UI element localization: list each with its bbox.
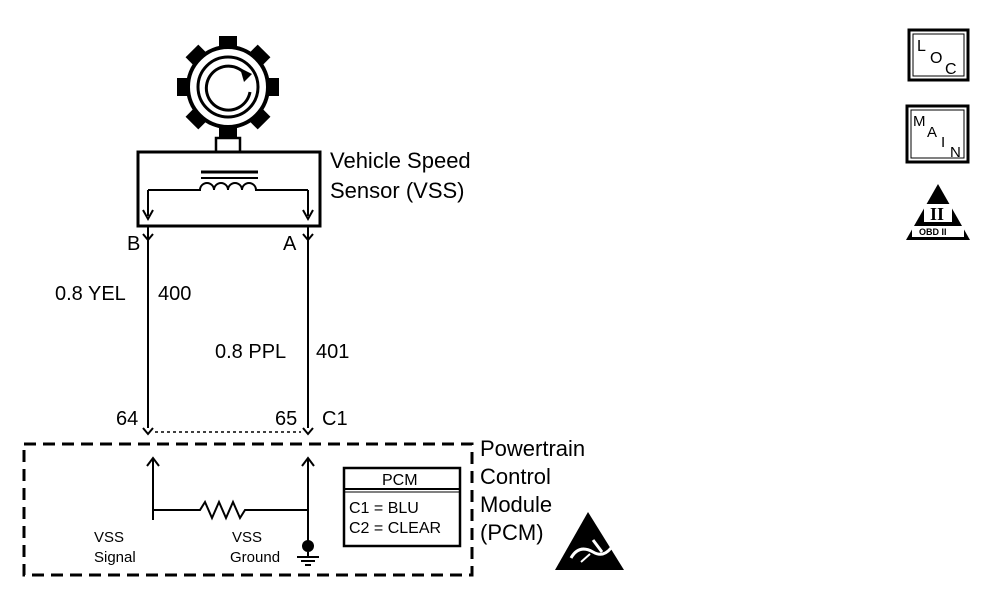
pcm-name-line1: Powertrain <box>480 436 585 461</box>
ground-icon <box>297 540 319 566</box>
pcm-connector-legend <box>342 466 462 548</box>
pcm-name-line2: Control <box>480 464 551 489</box>
pcm-name-line4: (PCM) <box>480 520 544 545</box>
main-letter-a: A <box>927 124 937 141</box>
sensor-name-line1: Vehicle Speed <box>330 148 471 173</box>
wire-400-gauge: 0.8 YEL <box>55 283 126 305</box>
main-letter-m: M <box>913 113 926 130</box>
main-letter-n: N <box>950 144 961 161</box>
legend-row-c2: C2 = CLEAR <box>349 520 441 537</box>
legend-title: PCM <box>382 472 418 489</box>
pin-64-label: 64 <box>116 408 138 430</box>
connector-c1-label: C1 <box>322 408 348 430</box>
vss-ground-line1: VSS <box>232 529 262 546</box>
loc-letter-c: C <box>945 61 957 78</box>
obd-text: OBD II <box>919 227 947 237</box>
loc-letter-l: L <box>917 38 926 55</box>
sensor-name-line2: Sensor (VSS) <box>330 178 465 203</box>
pin-65-label: 65 <box>275 408 297 430</box>
vss-signal-line1: VSS <box>94 529 124 546</box>
legend-row-c1: C1 = BLU <box>349 500 419 517</box>
pin-64-symbol <box>142 427 154 436</box>
esd-warning-icon <box>555 512 624 570</box>
pcm-module-boundary <box>22 442 474 577</box>
sensor-shaft <box>214 136 242 154</box>
loc-letter-o: O <box>930 50 942 67</box>
wire-400-circuit: 400 <box>158 283 191 305</box>
pcm-internal-circuit <box>146 456 315 545</box>
vss-signal-line2: Signal <box>94 549 136 566</box>
wire-401-gauge: 0.8 PPL <box>215 341 286 363</box>
terminal-b-label: B <box>127 233 140 255</box>
pin-65-symbol <box>302 427 314 436</box>
wire-401-circuit: 401 <box>316 341 349 363</box>
sensor-body <box>136 150 322 228</box>
obd-ii-icon <box>906 184 970 240</box>
rotor-gear-icon <box>177 36 279 138</box>
vss-ground-line2: Ground <box>230 549 280 566</box>
main-button-icon <box>905 104 970 164</box>
obd-numeral: II <box>930 204 944 224</box>
main-letter-i: I <box>941 134 945 151</box>
loc-button-icon <box>907 28 970 82</box>
pcm-name-line3: Module <box>480 492 552 517</box>
sensor-coil-icon <box>142 170 314 222</box>
terminal-a-label: A <box>283 233 297 255</box>
